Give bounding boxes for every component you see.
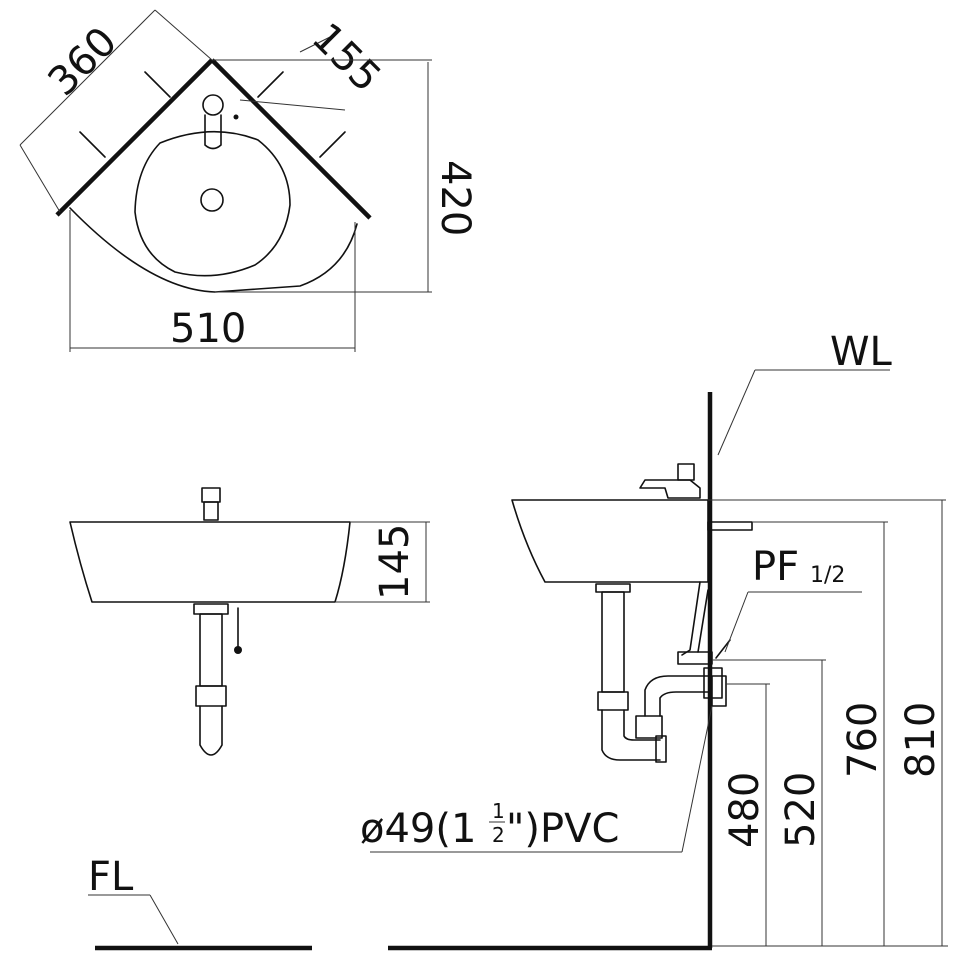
side-drain-pipe <box>601 591 625 693</box>
drain-label-frac-num: 1 <box>492 799 505 823</box>
top-bracket-2 <box>144 71 171 98</box>
dim-480-label: 480 <box>722 772 768 848</box>
dim-145-label: 145 <box>372 524 418 600</box>
side-trap-joint <box>635 715 663 739</box>
dim-360-ext-1 <box>19 144 61 213</box>
wl-label: WL <box>830 329 893 375</box>
dim-810-label: 810 <box>898 702 944 778</box>
top-drain <box>200 188 224 212</box>
dim-360-ext-2 <box>154 9 213 61</box>
top-wall-right <box>210 58 372 220</box>
side-trap-end <box>655 735 667 763</box>
dim-420-label: 420 <box>432 160 478 236</box>
side-trap-inner <box>623 709 661 741</box>
side-wall-socket <box>711 675 727 707</box>
top-bracket-3 <box>257 71 284 98</box>
side-wall-flange <box>703 667 723 699</box>
dim-520-label: 520 <box>778 772 824 848</box>
pf-leader-diagonal <box>724 591 749 653</box>
top-wall-left <box>55 58 214 217</box>
floor-left: FL <box>88 854 312 951</box>
drain-label-main: ø49(1 <box>360 806 476 852</box>
drain-leader-diagonal <box>681 705 713 853</box>
dim-360-label: 360 <box>40 19 127 106</box>
pf-label-sub: 1/2 <box>810 563 845 588</box>
top-view: 360 155 420 510 <box>19 9 478 352</box>
front-faucet-body <box>201 487 221 503</box>
wl-leader-diagonal <box>717 369 756 456</box>
side-faucet-handle <box>677 463 695 481</box>
drain-label-frac-den: 2 <box>492 823 505 847</box>
top-bracket-1 <box>79 131 106 158</box>
top-faucet <box>204 114 222 150</box>
pf-label: PF <box>752 544 799 590</box>
front-drain-flange <box>193 603 229 615</box>
side-waste-arm-bottom <box>659 691 709 717</box>
top-faucet-handle <box>202 94 224 116</box>
fl-label: FL <box>88 854 134 900</box>
front-basin <box>69 521 351 603</box>
front-trap-bend <box>199 705 223 756</box>
drain-label-end: ")PVC <box>506 806 619 852</box>
side-basin <box>511 499 709 583</box>
pf-label-main: PF <box>752 544 799 590</box>
dim-510-label: 510 <box>170 306 246 352</box>
top-bracket-4 <box>319 131 346 158</box>
dim-155-label: 155 <box>303 15 390 102</box>
fl-leader-diagonal <box>149 894 179 945</box>
side-valve-stem <box>715 639 731 659</box>
front-faucet-base <box>203 501 219 521</box>
side-supply-hose <box>681 581 701 656</box>
top-bowl <box>134 130 291 277</box>
top-faucet-dot <box>233 114 239 120</box>
side-drain-flange <box>595 583 631 593</box>
front-drain-pipe <box>199 613 223 687</box>
front-view: 145 <box>69 487 430 756</box>
dim-760-label: 760 <box>840 702 886 778</box>
side-supply-hose-2 <box>697 589 709 653</box>
drain-label: ø49(1 <box>360 806 476 852</box>
front-popup-knob <box>234 646 242 654</box>
side-trap-outer <box>601 709 661 761</box>
side-trap-nut <box>597 691 629 711</box>
side-overflow-stub <box>707 521 753 531</box>
side-view: WL PF 1/2 <box>360 329 948 951</box>
dim-155-line <box>299 36 331 53</box>
front-trap-nut <box>195 685 227 707</box>
top-basin-outline <box>69 207 358 293</box>
dim-360-line <box>19 9 156 146</box>
dim-155-ext <box>239 99 346 111</box>
side-angle-valve <box>677 651 713 665</box>
side-faucet-spout <box>639 479 701 499</box>
side-waste-arm-top <box>644 675 709 717</box>
